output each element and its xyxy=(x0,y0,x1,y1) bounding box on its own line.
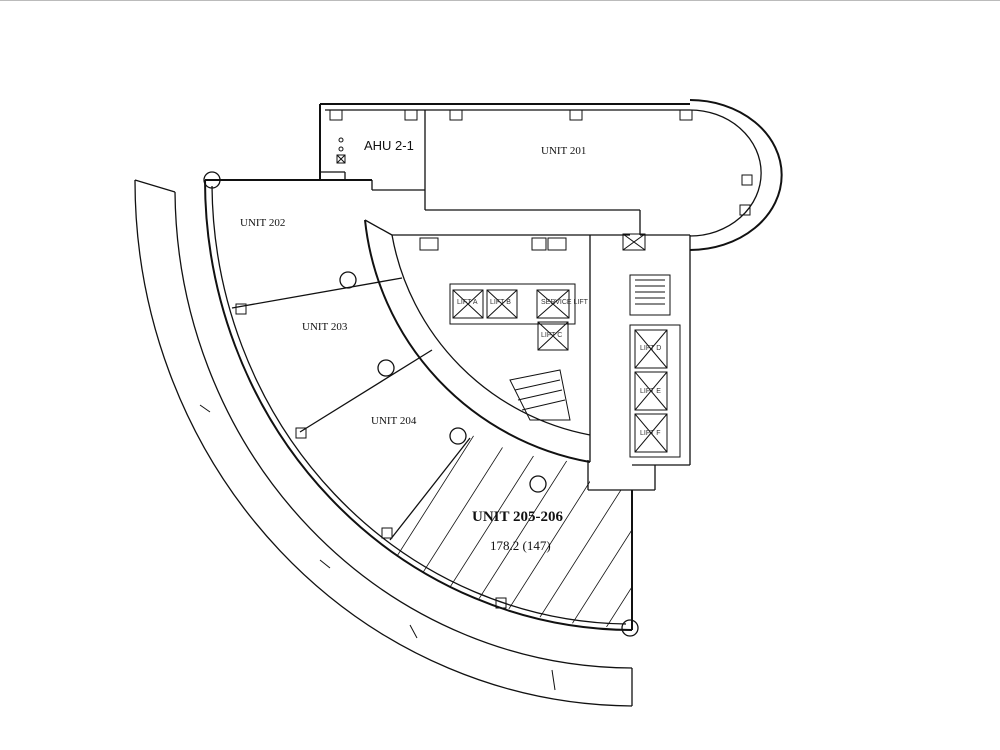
outer-canopy xyxy=(134,179,633,707)
facade-columns xyxy=(235,109,753,609)
lift-e-label: LIFT E xyxy=(640,388,661,395)
room-label-ahu: AHU 2-1 xyxy=(364,138,414,153)
unit-205-206-hatch xyxy=(390,428,632,628)
room-label-unit-204[interactable]: UNIT 204 xyxy=(371,415,417,427)
corridor-core xyxy=(364,219,630,463)
ahu-symbols xyxy=(336,137,346,164)
lift-shafts xyxy=(419,233,681,458)
room-label-unit-201[interactable]: UNIT 201 xyxy=(541,145,587,157)
lift-c-label: LIFT C xyxy=(541,332,563,339)
lift-b-label: LIFT B xyxy=(490,299,511,306)
top-border xyxy=(0,0,1000,1)
lift-d-label: LIFT D xyxy=(640,345,662,352)
unit-205-206-area: 178.2 (147) xyxy=(490,538,551,553)
room-label-unit-202[interactable]: UNIT 202 xyxy=(240,217,286,229)
canopy-ticks xyxy=(199,404,556,691)
lift-f-label: LIFT F xyxy=(640,430,661,437)
room-label-unit-205-206[interactable]: UNIT 205-206 xyxy=(472,509,563,525)
room-label-unit-203[interactable]: UNIT 203 xyxy=(302,321,348,333)
service-lift-label: SERVICE LIFT xyxy=(541,299,588,306)
unit-partitions xyxy=(203,171,639,637)
building-walls xyxy=(204,99,783,631)
lift-a-label: LIFT A xyxy=(457,299,478,306)
